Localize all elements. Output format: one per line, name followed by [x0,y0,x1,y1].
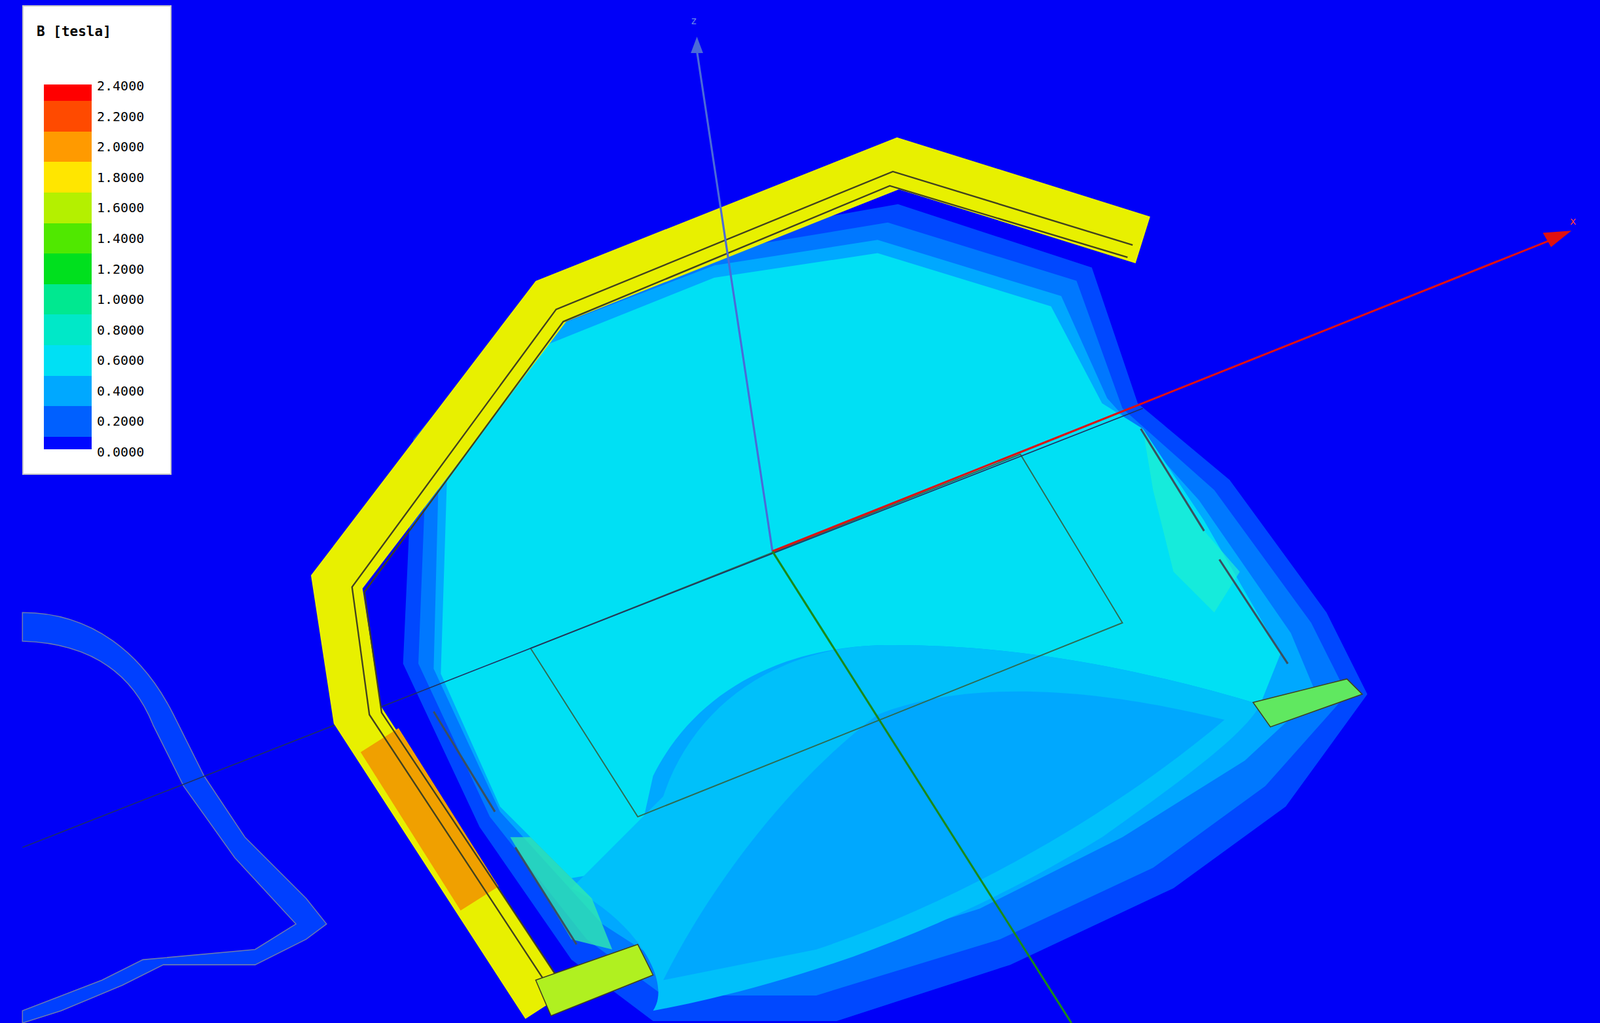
legend-value: 1.2000 [96,261,145,277]
legend-swatch [43,161,92,193]
legend-swatch [43,375,92,407]
legend-value: 2.0000 [96,138,145,155]
legend-swatch [43,253,92,285]
legend-value: 1.0000 [96,291,145,308]
legend-swatch [43,100,92,132]
legend-swatch [43,284,92,315]
legend-swatch [43,192,92,224]
legend-swatch [43,405,92,437]
legend-swatch [43,314,92,346]
legend-value: 0.2000 [96,413,145,429]
legend-value: 1.6000 [96,199,145,216]
legend-value: 0.6000 [96,352,145,368]
axis-label: z [690,14,698,27]
legend-swatch [43,84,92,101]
legend-value: 0.8000 [96,322,145,338]
legend-value: 0.0000 [96,443,145,460]
legend-value: 2.4000 [96,77,145,94]
legend-swatch [43,436,92,450]
axis-label: x [1569,214,1577,228]
legend-swatch [43,223,92,255]
legend-swatch [43,131,92,163]
legend-value: 0.4000 [96,382,145,399]
legend-value: 1.4000 [96,230,145,247]
legend-value: 2.2000 [96,108,145,125]
legend-title: B [tesla] [36,23,112,40]
legend-value: 1.8000 [96,169,145,186]
legend-swatch [43,345,92,376]
